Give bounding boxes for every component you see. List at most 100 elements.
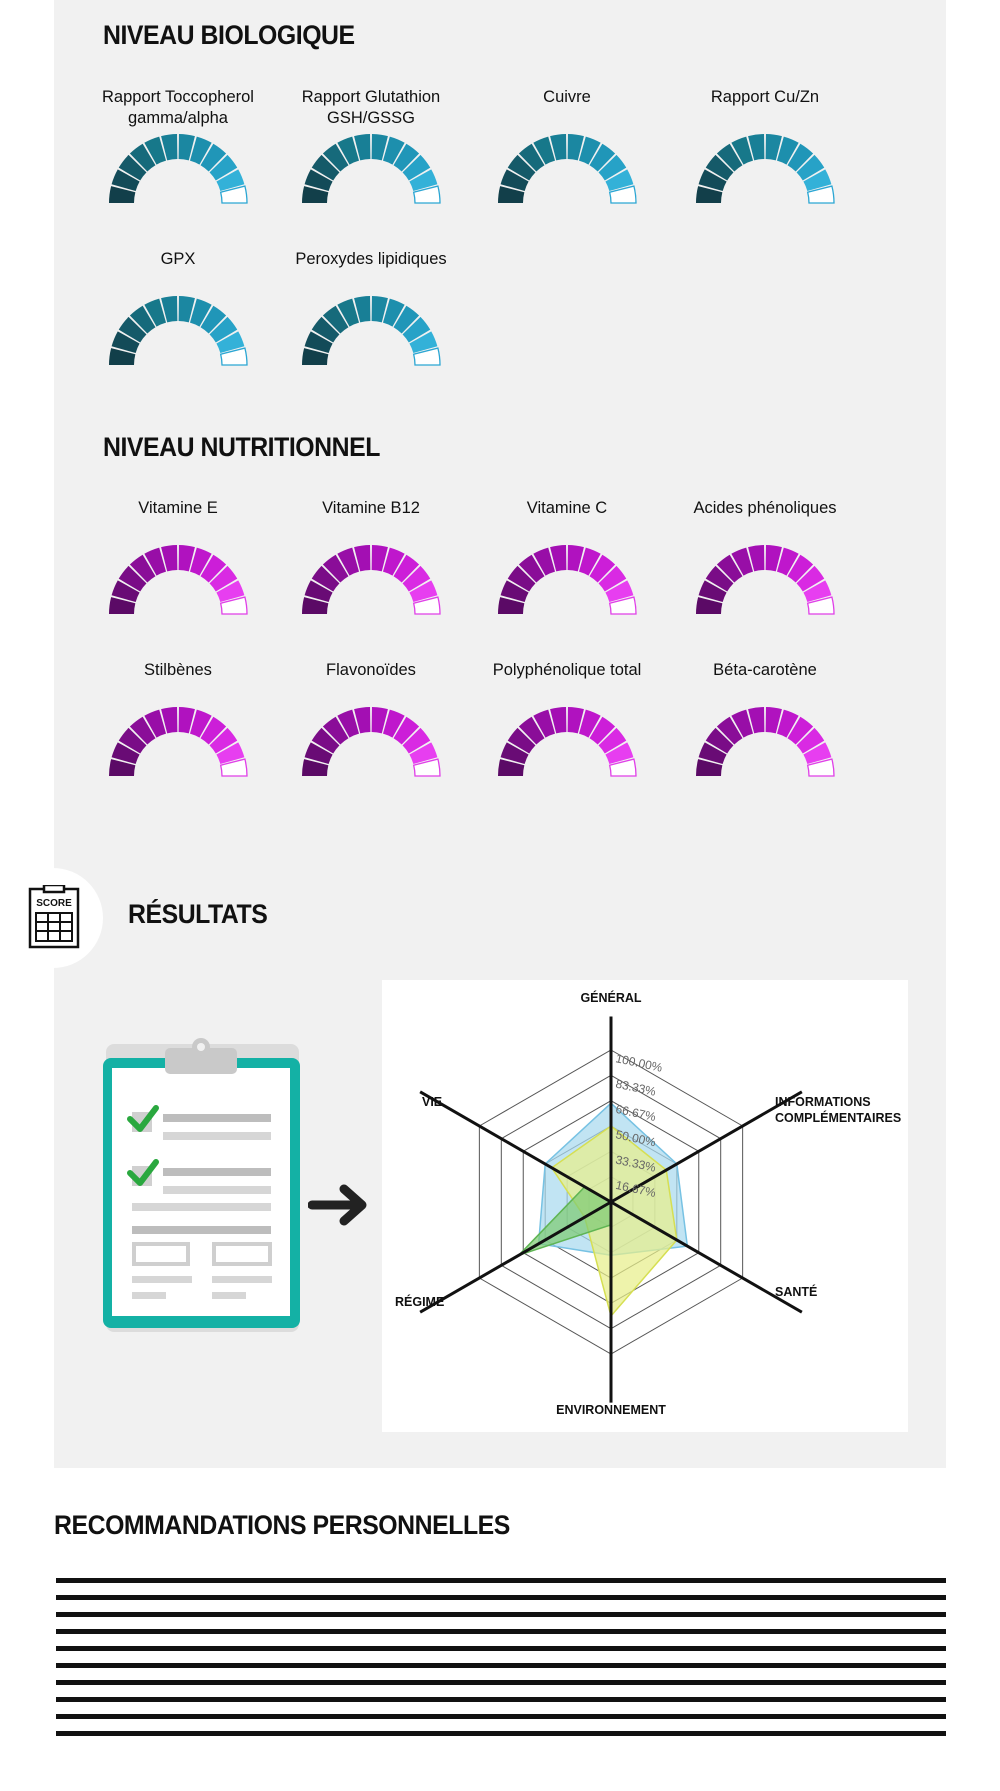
gauge-segment xyxy=(144,298,167,327)
gauge-segment xyxy=(498,759,525,776)
gauge-biological-5: Peroxydes lipidiques xyxy=(286,249,456,369)
gauge-segment xyxy=(200,305,227,334)
gauge-segment xyxy=(533,709,556,738)
gauge-segment xyxy=(304,169,333,192)
gauge-label: Flavonoïdes xyxy=(326,661,416,679)
gauge-segment xyxy=(189,709,212,738)
gauge-segment xyxy=(748,134,765,161)
gauge-segment xyxy=(716,554,743,583)
gauge-segment xyxy=(144,709,167,738)
gauge-segment xyxy=(409,331,438,354)
gauge-biological-3: Rapport Cu/Zn xyxy=(680,87,850,207)
radar-axis-line xyxy=(610,1200,803,1314)
gauge-segment xyxy=(716,716,743,745)
gauge-segment xyxy=(765,545,782,572)
gauge-segment xyxy=(322,716,349,745)
gauge-segment xyxy=(189,547,212,576)
gauge-segment xyxy=(109,597,136,614)
gauge-segment xyxy=(589,143,616,172)
gauge-segment xyxy=(382,136,405,165)
placeholder-line xyxy=(56,1680,946,1685)
section-title-recommendations: RECOMMANDATIONS PERSONNELLES xyxy=(54,1510,510,1540)
gauge-segment xyxy=(608,596,637,615)
gauge-segment xyxy=(803,169,832,192)
gauge-nutritional-5: Flavonoïdes xyxy=(286,660,456,780)
gauge-segment xyxy=(698,580,727,603)
gauge-segment xyxy=(129,554,156,583)
gauge-segment xyxy=(500,580,529,603)
gauge-nutritional-0: Vitamine E xyxy=(93,498,263,618)
gauge-segment xyxy=(322,305,349,334)
gauge-segment xyxy=(787,554,814,583)
gauge-segment xyxy=(765,134,782,161)
gauge-arc xyxy=(498,545,637,615)
gauge-nutritional-4: Stilbènes xyxy=(93,660,263,780)
radar-chart-svg: 16.67%33.33%50.00%66.67%83.33%100.00%GÉN… xyxy=(395,990,901,1417)
gauge-segment xyxy=(209,727,238,754)
gauge-label: GPX xyxy=(160,250,196,268)
gauge-biological-4: GPX xyxy=(93,249,263,369)
gauge-segment xyxy=(129,716,156,745)
gauge-segment xyxy=(393,554,420,583)
radar-chart: 16.67%33.33%50.00%66.67%83.33%100.00%GÉN… xyxy=(382,980,908,1432)
gauge-nutritional-3: Acides phénoliques xyxy=(680,498,850,618)
gauge-segment xyxy=(302,759,329,776)
gauge-segment xyxy=(304,331,333,354)
gauge-nutritional-7: Béta-carotène xyxy=(680,660,850,780)
gauge-segment xyxy=(608,185,637,204)
radar-axis-label: INFORMATIONS xyxy=(775,1095,871,1109)
gauge-segment xyxy=(598,154,627,181)
gauge-segment xyxy=(371,707,388,734)
gauge-segment xyxy=(161,545,178,572)
gauge-segment xyxy=(216,742,245,765)
gauge-segment xyxy=(382,298,405,327)
gauge-segment xyxy=(605,742,634,765)
gauge-label: Rapport Toccopherol gamma/alpha xyxy=(102,88,254,127)
gauge-segment xyxy=(178,545,195,572)
gauge-segment xyxy=(402,727,431,754)
gauge-segment xyxy=(354,707,371,734)
gauge-segment xyxy=(776,709,799,738)
gauge-segment xyxy=(567,134,584,161)
gauge-nutritional-1: Vitamine B12 xyxy=(286,498,456,618)
gauge-segment xyxy=(109,348,136,365)
gauge-segment xyxy=(806,596,835,615)
gauge-segment xyxy=(129,305,156,334)
gauge-segment xyxy=(111,331,140,354)
gauge-segment xyxy=(578,547,601,576)
radar-tick-label: 100.00% xyxy=(614,1051,664,1075)
gauge-segment xyxy=(518,143,545,172)
score-badge: SCORE xyxy=(13,868,103,968)
gauge-arc xyxy=(302,134,441,204)
arrow-right-icon xyxy=(308,1184,367,1226)
gauge-segment xyxy=(803,580,832,603)
gauge-segment xyxy=(787,143,814,172)
gauge-segment xyxy=(161,707,178,734)
gauge-segment xyxy=(409,169,438,192)
gauge-segment xyxy=(608,758,637,777)
gauge-segment xyxy=(796,565,825,592)
radar-axis-label: GÉNÉRAL xyxy=(580,990,641,1005)
gauge-segment xyxy=(598,565,627,592)
gauge-segment xyxy=(412,758,441,777)
gauge-segment xyxy=(589,554,616,583)
gauge-segment xyxy=(412,347,441,366)
gauge-segment xyxy=(219,347,248,366)
gauge-segment xyxy=(178,296,195,323)
gauge-segment xyxy=(200,143,227,172)
gauge-label: Stilbènes xyxy=(144,661,212,679)
gauge-segment xyxy=(776,547,799,576)
gauge-segment xyxy=(393,716,420,745)
score-text: SCORE xyxy=(36,898,72,909)
gauge-arc xyxy=(109,545,248,615)
gauge-segment xyxy=(144,547,167,576)
gauge-segment xyxy=(371,545,388,572)
gauge-segment xyxy=(696,759,723,776)
section-title-nutritional: NIVEAU NUTRITIONNEL xyxy=(103,432,380,462)
gauge-label: Rapport Glutathion GSH/GSSG xyxy=(301,88,441,127)
gauge-segment xyxy=(219,185,248,204)
gauge-segment xyxy=(109,759,136,776)
gauge-segment xyxy=(371,134,388,161)
recommendations-placeholder-lines xyxy=(56,1578,946,1748)
radar-axis-line xyxy=(419,1090,612,1204)
